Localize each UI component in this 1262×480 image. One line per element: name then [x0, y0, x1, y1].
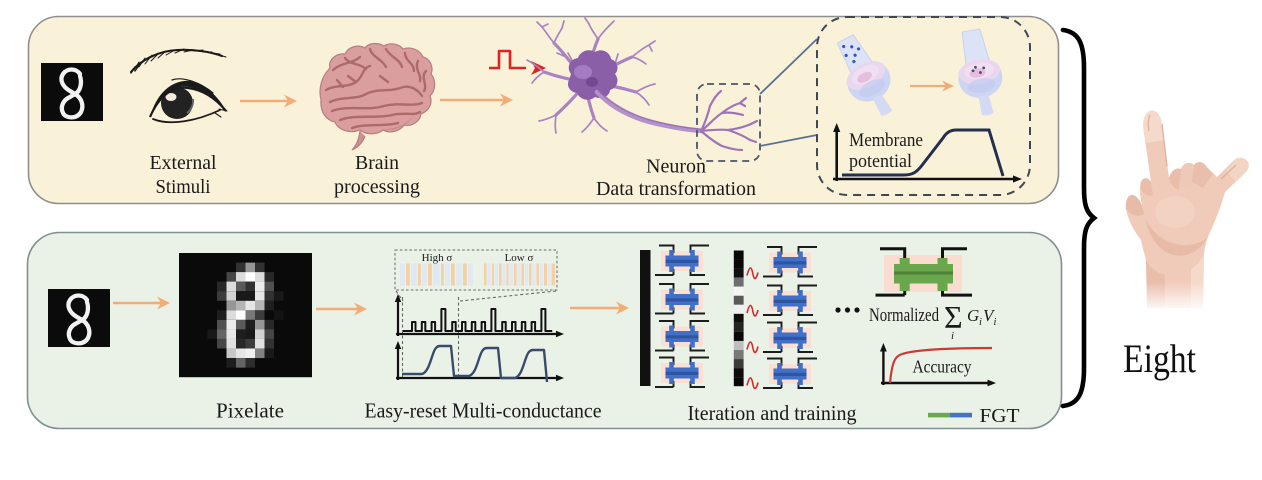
svg-text:V: V [983, 306, 996, 325]
svg-text:Eight: Eight [1123, 336, 1196, 381]
svg-text:Easy-reset Multi-conductance: Easy-reset Multi-conductance [365, 399, 602, 423]
svg-text:i: i [979, 317, 982, 328]
svg-text:Neuron: Neuron [646, 156, 706, 178]
svg-text:Normalized: Normalized [869, 305, 939, 326]
svg-text:processing: processing [334, 176, 420, 198]
svg-text:Brain: Brain [355, 152, 399, 174]
svg-text:Σ: Σ [944, 299, 963, 335]
svg-text:Pixelate: Pixelate [216, 399, 284, 423]
svg-text:Stimuli: Stimuli [156, 176, 211, 198]
svg-text:Data transformation: Data transformation [596, 178, 756, 200]
svg-text:Membrane: Membrane [849, 130, 923, 151]
svg-text:External: External [150, 152, 217, 174]
svg-text:Iteration and training: Iteration and training [688, 401, 857, 425]
svg-text:FGT: FGT [980, 405, 1020, 427]
svg-text:i: i [951, 330, 954, 342]
svg-text:i: i [994, 317, 997, 328]
svg-text:potential: potential [849, 151, 912, 172]
svg-text:G: G [967, 306, 979, 325]
svg-text:Accuracy: Accuracy [913, 357, 972, 377]
svg-text:Low σ: Low σ [505, 252, 534, 264]
svg-text:High σ: High σ [422, 252, 453, 264]
